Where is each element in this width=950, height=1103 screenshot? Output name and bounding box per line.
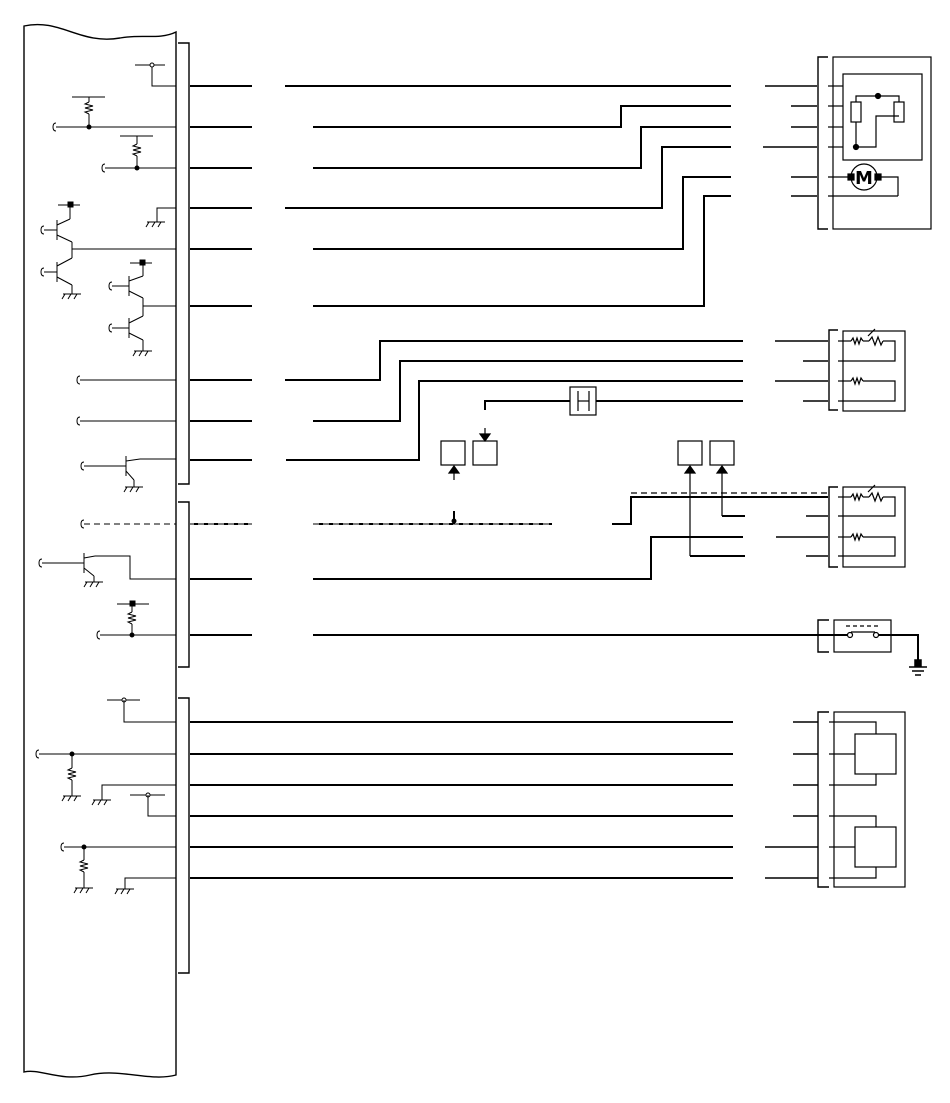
lower-wire-harness [190, 721, 733, 879]
ecu-internal-circuits [35, 62, 176, 895]
middle-connector [178, 501, 190, 668]
upper-wire-harness [190, 85, 743, 461]
heated-sensor-1 [828, 328, 906, 412]
lower-connector [178, 697, 190, 974]
switch-assembly [816, 619, 919, 663]
middle-wire-harness [190, 492, 828, 636]
dual-component-assembly [817, 711, 906, 888]
ground [909, 659, 927, 676]
motor-actuator [817, 56, 932, 230]
right-connector-stubs [763, 85, 828, 879]
motor-label: M [855, 168, 873, 189]
upper-connector [178, 42, 190, 485]
heated-sensor-2 [828, 484, 906, 568]
inline-fuse [569, 386, 597, 416]
control-module [23, 23, 177, 1078]
reference-boxes [440, 428, 735, 556]
